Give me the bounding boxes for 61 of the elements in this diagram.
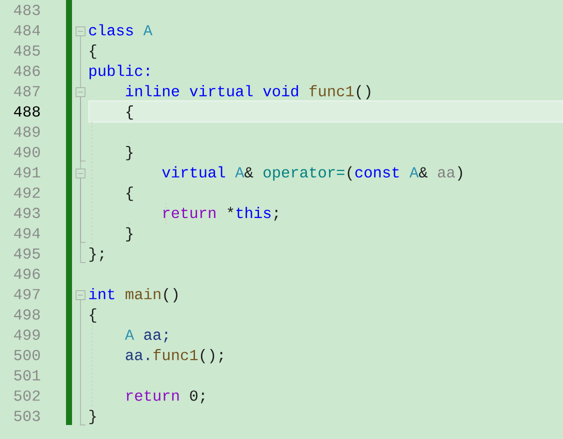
line-number: 488 — [14, 106, 40, 117]
code-text: ) — [458, 166, 462, 181]
code-text: & — [419, 167, 428, 178]
code-text: virtual — [190, 85, 253, 96]
code-text: class — [89, 24, 133, 36]
line-number: 499 — [14, 330, 40, 340]
code-text: func1 — [310, 85, 354, 96]
code-text: public: — [90, 64, 149, 80]
line-number: 503 — [14, 410, 40, 422]
code-text: ; — [274, 210, 278, 221]
code-text: () — [356, 85, 370, 100]
code-text: } — [126, 146, 132, 160]
code-text: inline — [126, 85, 179, 96]
line-number: 497 — [14, 288, 40, 300]
line-number: 487 — [14, 86, 40, 96]
line-number: 493 — [14, 208, 40, 218]
line-number: 498 — [14, 309, 40, 320]
code-text: aa — [438, 169, 455, 178]
code-text: A — [143, 25, 152, 36]
code-text: } — [126, 227, 132, 242]
code-text: { — [90, 308, 96, 323]
line-number: 484 — [14, 25, 40, 36]
code-text: return — [126, 390, 179, 401]
code-text: this — [236, 206, 271, 218]
line-number: 495 — [14, 248, 40, 259]
code-text: { — [126, 105, 133, 120]
code-text: ( — [348, 166, 352, 181]
line-number: 502 — [14, 390, 40, 401]
line-number: 500 — [14, 350, 40, 360]
code-text: operator= — [264, 167, 344, 181]
line-number: 489 — [14, 126, 40, 137]
code-text: A — [235, 167, 244, 178]
code-text: 0; — [190, 390, 204, 404]
code-text: const — [355, 167, 399, 178]
line-number: 490 — [14, 146, 40, 158]
code-text: return — [163, 208, 216, 218]
code-text: int — [89, 288, 114, 300]
line-number: 492 — [14, 187, 40, 198]
code-text: }; — [89, 248, 104, 262]
code-text: void — [263, 85, 298, 96]
line-number: 486 — [14, 66, 40, 76]
code-text: (); — [200, 349, 223, 364]
code-text: func1 — [154, 349, 198, 360]
code-text: & — [244, 167, 254, 178]
code-text: virtual — [162, 166, 226, 178]
code-text: () — [164, 288, 178, 302]
code-text: A — [410, 167, 419, 178]
code-text: main — [126, 288, 160, 300]
code-text: A — [124, 330, 134, 340]
line-number: 496 — [14, 268, 40, 280]
line-number: 491 — [14, 167, 40, 178]
line-number: 483 — [14, 4, 40, 16]
code-text: } — [89, 410, 96, 424]
code-text: aa. — [126, 352, 149, 360]
line-number: 485 — [14, 45, 40, 56]
line-number: 501 — [14, 370, 40, 381]
line-number: 494 — [14, 228, 40, 238]
code-text: aa; — [144, 332, 168, 342]
code-text: { — [126, 186, 133, 201]
code-text: { — [90, 44, 96, 59]
code-text: * — [228, 206, 234, 212]
